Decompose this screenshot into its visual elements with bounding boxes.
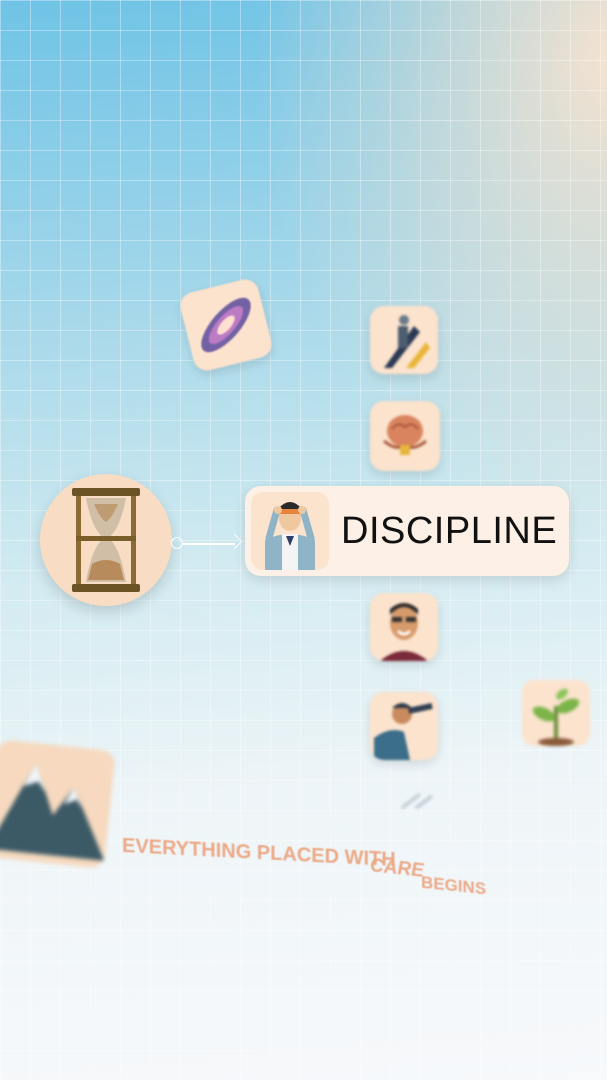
- businessman-climbing-arrow-icon: [384, 315, 430, 368]
- hourglass-icon: [72, 488, 140, 592]
- person-adjusting-headband-icon: [265, 502, 315, 570]
- sprouting-plant-icon: [532, 688, 580, 746]
- connector-line: [183, 543, 235, 545]
- faint-arrow-icon: [400, 790, 434, 810]
- man-with-telescope-tile[interactable]: [370, 692, 438, 760]
- businessman-climbing-arrow-tile[interactable]: [370, 306, 438, 374]
- hourglass-node[interactable]: [40, 474, 172, 606]
- galaxy-icon: [201, 297, 251, 353]
- mountain-tile[interactable]: [0, 739, 116, 869]
- man-with-telescope-icon: [374, 703, 433, 760]
- discipline-thumbnail: [251, 492, 329, 570]
- discipline-label: DISCIPLINE: [341, 510, 558, 552]
- mountain-icon: [0, 763, 105, 861]
- brain-meditating-tile[interactable]: [370, 401, 440, 471]
- connector-dot: [171, 537, 183, 549]
- brain-meditating-icon: [383, 415, 427, 455]
- discipline-card[interactable]: DISCIPLINE: [245, 486, 569, 576]
- smiling-man-tile[interactable]: [370, 593, 438, 661]
- sprouting-plant-tile[interactable]: [522, 680, 590, 746]
- smiling-man-icon: [380, 603, 428, 661]
- galaxy-icon-tile[interactable]: [177, 276, 275, 374]
